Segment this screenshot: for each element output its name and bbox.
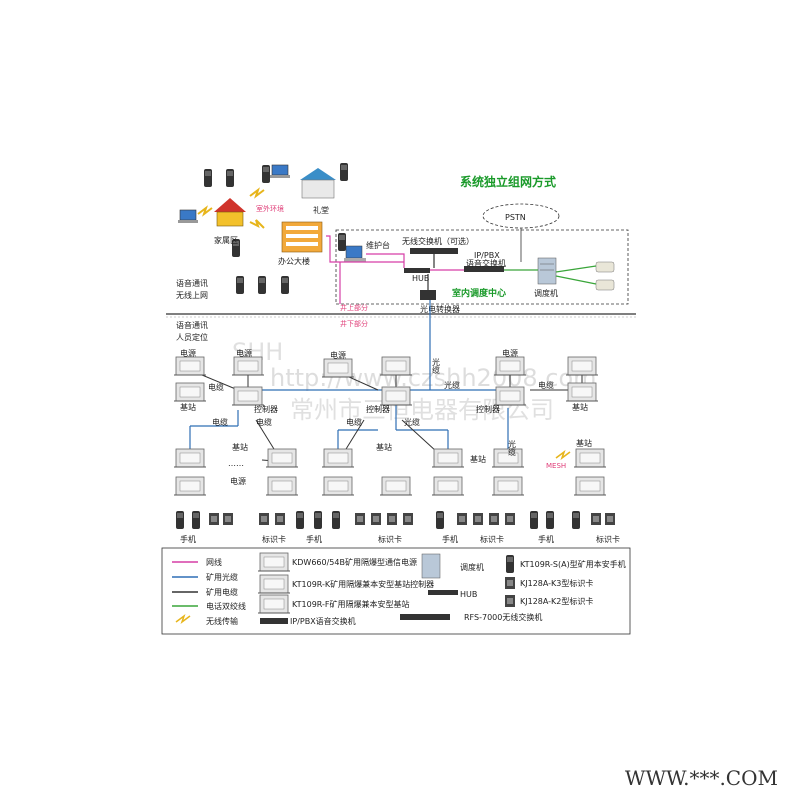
optical-label-v: 光缆 [432, 357, 441, 375]
phone-label-2: 手机 [306, 534, 322, 544]
wireless-net-label-2: 无线上网 [176, 290, 208, 300]
family-house-icon [214, 198, 246, 227]
converter-icon [420, 290, 436, 300]
wireless-switch-icon [410, 248, 458, 254]
ippbx-label-2: 语音交换机 [466, 258, 506, 268]
cable-label-1: 电缆 [208, 382, 224, 392]
legend-misc-icons [400, 553, 458, 620]
legend-device-2: KT109R-K矿用隔爆兼本安型基站控制器 [292, 579, 434, 589]
pstn-label: PSTN [505, 213, 526, 222]
cable-label-2: 电缆 [538, 380, 554, 390]
legend-line-1: 网线 [206, 557, 222, 567]
legend-device-icons [257, 552, 291, 624]
terminal-cards [209, 513, 615, 525]
power-label-2: 电源 [236, 348, 252, 358]
ippbx-label-1: IP/PBX [474, 251, 500, 260]
cable-label-5: 电缆 [346, 417, 362, 427]
hall-label: 礼堂 [313, 205, 329, 215]
family-label: 家属区 [214, 235, 238, 245]
legend-terminal-icons [505, 555, 515, 607]
mesh-wireless-icon [555, 449, 571, 461]
legend-device-4: IP/PBX语音交换机 [290, 616, 356, 626]
optical-label-v2: 光缆 [508, 439, 517, 457]
mesh-label: MESH [546, 462, 566, 470]
controller-label-3: 控制器 [476, 404, 500, 414]
base-label-3: 基站 [232, 442, 248, 452]
hall-building-icon [300, 168, 336, 199]
maintenance-console-icon [344, 245, 366, 262]
wireless-net-label-1: 语音通讯 [176, 278, 208, 288]
dispatch-center-label: 室内调度中心 [452, 287, 506, 299]
legend-box [161, 547, 631, 635]
base-label-4: 基站 [376, 442, 392, 452]
phone-label-3: 手机 [442, 534, 458, 544]
dispatcher-label: 调度机 [534, 288, 558, 298]
base-label-2: 基站 [572, 402, 588, 412]
card-label-2: 标识卡 [378, 534, 402, 544]
legend-terminal-3: KJ128A-K2型标识卡 [520, 596, 593, 606]
converter-label: 光电转换器 [420, 304, 460, 314]
power-label-3: 电源 [330, 350, 346, 360]
hub-icon [404, 268, 430, 273]
dispatch-center-box [335, 229, 629, 305]
network-cable-lines [326, 235, 597, 304]
cable-label-4: 电缆 [256, 417, 272, 427]
card-label-3: 标识卡 [480, 534, 504, 544]
surface-label: 井上部分 [340, 303, 368, 312]
wireless-links [197, 187, 265, 229]
office-building-icon [281, 221, 323, 253]
positioning-label-2: 人员定位 [176, 332, 208, 342]
legend-device-3: KT109R-F矿用隔爆兼本安型基站 [292, 599, 410, 609]
laptop-icon [178, 164, 290, 223]
optical-label-h: 光缆 [444, 380, 460, 390]
legend-line-3: 矿用电缆 [206, 587, 238, 597]
ippbx-icon [464, 266, 504, 272]
base-label-6: 基站 [576, 438, 592, 448]
base-label-5: 基站 [470, 454, 486, 464]
legend-misc-2: HUB [460, 590, 477, 599]
hub-label: HUB [412, 274, 429, 283]
outdoor-label: 室外环境 [256, 204, 284, 213]
legend-line-5: 无线传输 [206, 616, 238, 626]
controller-label-1: 控制器 [254, 404, 278, 414]
cable-label-3: 电缆 [212, 417, 228, 427]
power-label-4: 电源 [502, 348, 518, 358]
card-label-1: 标识卡 [262, 534, 286, 544]
dots-label: …… [228, 459, 244, 468]
legend-line-4: 电话双绞线 [206, 601, 246, 611]
legend-misc-1: 调度机 [460, 562, 484, 572]
maintenance-label: 维护台 [366, 240, 390, 250]
office-label: 办公大楼 [278, 256, 310, 266]
wireless-switch-label: 无线交换机（可选） [402, 236, 474, 246]
power-label-1: 电源 [180, 348, 196, 358]
legend-terminal-1: KT109R-S(A)型矿用本安手机 [520, 559, 626, 569]
footer-url: WWW.***.COM [624, 766, 778, 790]
legend-misc-3: RFS-7000无线交换机 [464, 612, 542, 622]
power-label-5: 电源 [230, 476, 246, 486]
telephone-icon [595, 261, 615, 291]
legend-line-2: 矿用光缆 [206, 572, 238, 582]
legend-device-1: KDW660/54B矿用隔爆型通信电源 [292, 557, 417, 567]
phone-label-1: 手机 [180, 534, 196, 544]
dispatcher-server-icon [537, 257, 557, 285]
positioning-label-1: 语音通讯 [176, 320, 208, 330]
underground-label: 井下部分 [340, 319, 368, 328]
optical-label-h2: 光缆 [404, 417, 420, 427]
controller-label-2: 控制器 [366, 404, 390, 414]
phone-label-4: 手机 [538, 534, 554, 544]
legend-line-swatches [172, 561, 198, 625]
diagram-title: 系统独立组网方式 [460, 174, 556, 189]
card-label-4: 标识卡 [596, 534, 620, 544]
legend-terminal-2: KJ128A-K3型标识卡 [520, 578, 593, 588]
base-label-1: 基站 [180, 402, 196, 412]
